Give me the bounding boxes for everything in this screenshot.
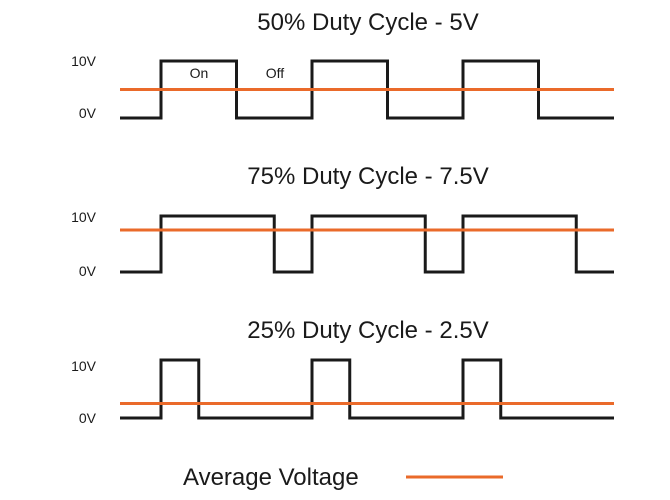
panel-25-percent: 25% Duty Cycle - 2.5V 10V 0V — [71, 317, 614, 426]
y-low-label: 0V — [79, 263, 97, 279]
y-high-label: 10V — [71, 358, 97, 374]
panel-title: 75% Duty Cycle - 7.5V — [247, 163, 488, 190]
square-wave-signal — [120, 358, 614, 420]
panel-title: 25% Duty Cycle - 2.5V — [247, 317, 488, 344]
y-low-label: 0V — [79, 410, 97, 426]
y-high-label: 10V — [71, 53, 97, 69]
square-wave-signal — [120, 214, 614, 274]
on-state-label: On — [190, 65, 209, 81]
y-high-label: 10V — [71, 209, 97, 225]
off-state-label: Off — [266, 65, 285, 81]
panel-75-percent: 75% Duty Cycle - 7.5V 10V 0V — [71, 163, 614, 279]
legend-label: Average Voltage — [183, 464, 359, 491]
square-wave-signal — [120, 59, 614, 120]
legend: Average Voltage — [183, 464, 503, 491]
panel-title: 50% Duty Cycle - 5V — [257, 9, 478, 36]
y-low-label: 0V — [79, 105, 97, 121]
panel-50-percent: 50% Duty Cycle - 5V 10V 0V On Off — [71, 9, 614, 121]
